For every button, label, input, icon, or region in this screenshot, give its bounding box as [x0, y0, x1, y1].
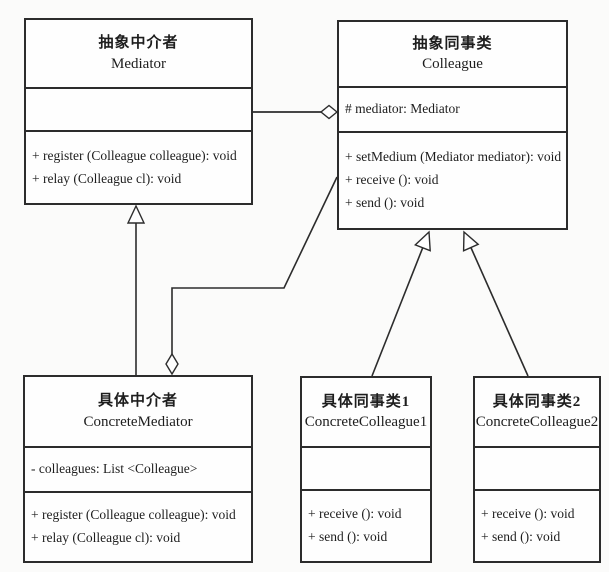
class-attributes: # mediator: Mediator: [339, 88, 566, 133]
open-diamond-icon: [319, 104, 339, 120]
aggregation-mediator-colleague: [253, 104, 339, 120]
method-line: + setMedium (Mediator mediator): void: [345, 149, 562, 165]
class-methods: + receive (): void + send (): void: [475, 491, 599, 561]
hollow-triangle-icon: [414, 230, 431, 252]
method-line: + relay (Colleague cl): void: [31, 530, 181, 545]
method-line: + receive (): void: [481, 506, 575, 522]
method-line: + receive (): void: [308, 506, 402, 522]
hollow-triangle-icon: [126, 204, 146, 224]
open-diamond-icon: [165, 352, 179, 376]
method-line: + receive (): void: [345, 172, 439, 188]
attribute-line: - colleagues: List <Colleague>: [31, 461, 198, 477]
class-box-mediator: 抽象中介者 Mediator + register (Colleague col…: [24, 18, 253, 205]
aggregation-colleague-concretemediator: [165, 176, 338, 376]
generalization-concretecolleague1-colleague: [371, 230, 431, 377]
class-box-concrete-colleague-2: 具体同事类2 ConcreteColleague2 + receive (): …: [473, 376, 601, 563]
class-name-zh: 抽象中介者: [98, 35, 179, 52]
class-name-zh: 具体中介者: [97, 393, 178, 410]
hollow-triangle-icon: [462, 230, 480, 252]
class-methods: + setMedium (Mediator mediator): void + …: [339, 133, 566, 228]
class-name-en: ConcreteColleague2: [475, 414, 599, 430]
class-name-zh: 具体同事类2: [492, 393, 582, 410]
class-methods: + receive (): void + send (): void: [302, 491, 430, 561]
class-name-en: Colleague: [422, 56, 483, 72]
class-title: 具体同事类1 ConcreteColleague1: [302, 378, 430, 448]
class-attributes: [26, 89, 251, 132]
class-title: 抽象中介者 Mediator: [26, 20, 251, 89]
class-methods: + register (Colleague colleague): void +…: [26, 132, 251, 203]
class-title: 具体同事类2 ConcreteColleague2: [475, 378, 599, 448]
class-name-en: ConcreteMediator: [83, 413, 193, 430]
method-line: + relay (Colleague cl): void: [32, 170, 182, 186]
class-box-colleague: 抽象同事类 Colleague # mediator: Mediator + s…: [337, 20, 568, 230]
class-attributes: - colleagues: List <Colleague>: [25, 448, 251, 493]
class-title: 具体中介者 ConcreteMediator: [25, 377, 251, 448]
method-line: + send (): void: [345, 194, 425, 210]
class-name-en: Mediator: [111, 55, 166, 72]
class-box-concrete-mediator: 具体中介者 ConcreteMediator - colleagues: Lis…: [23, 375, 253, 563]
class-name-en: ConcreteColleague1: [304, 414, 428, 430]
class-box-concrete-colleague-1: 具体同事类1 ConcreteColleague1 + receive (): …: [300, 376, 432, 563]
class-name-zh: 具体同事类1: [321, 393, 411, 410]
class-attributes: [302, 448, 430, 491]
method-line: + send (): void: [308, 529, 388, 544]
attribute-line: # mediator: Mediator: [345, 101, 460, 117]
generalization-concretecolleague2-colleague: [462, 230, 529, 377]
class-name-zh: 抽象同事类: [412, 35, 493, 52]
method-line: + register (Colleague colleague): void: [32, 147, 237, 163]
class-methods: + register (Colleague colleague): void +…: [25, 493, 251, 561]
method-line: + send (): void: [481, 529, 561, 544]
generalization-concretemediator-mediator: [126, 204, 146, 375]
class-title: 抽象同事类 Colleague: [339, 22, 566, 88]
class-attributes: [475, 448, 599, 491]
method-line: + register (Colleague colleague): void: [31, 507, 236, 523]
